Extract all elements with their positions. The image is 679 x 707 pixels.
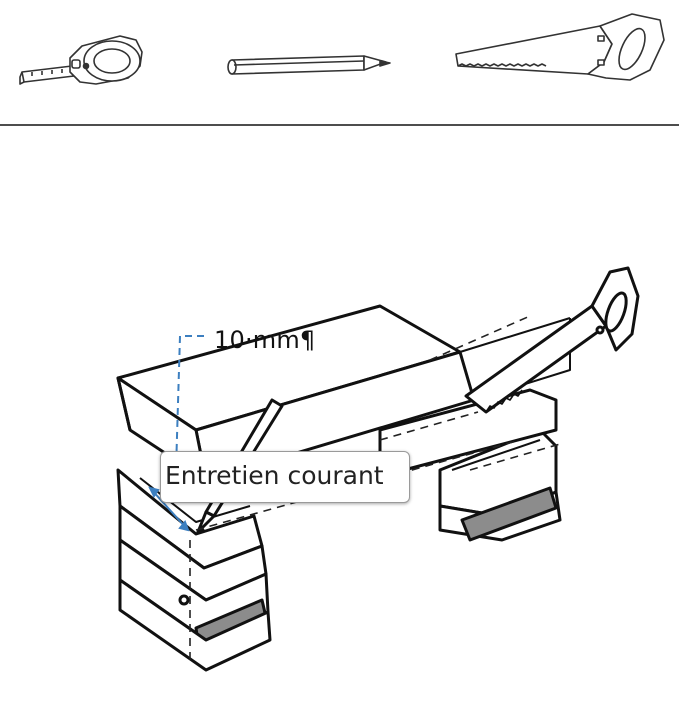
dimension-label: 10·mm¶ (214, 326, 316, 354)
tooltip: Entretien courant (160, 451, 410, 503)
tape-measure-icon (19, 35, 143, 85)
hand-saw-icon (455, 13, 665, 81)
pencil-icon (227, 55, 391, 75)
right-sawhorse-base (460, 486, 558, 542)
tooltip-text: Entretien courant (165, 461, 384, 490)
tools-row (0, 0, 679, 126)
left-sawhorse (116, 468, 272, 672)
dimension-guide (148, 335, 204, 532)
cutting-saw (464, 266, 640, 414)
right-sawhorse (378, 388, 562, 542)
section-divider (0, 124, 679, 126)
